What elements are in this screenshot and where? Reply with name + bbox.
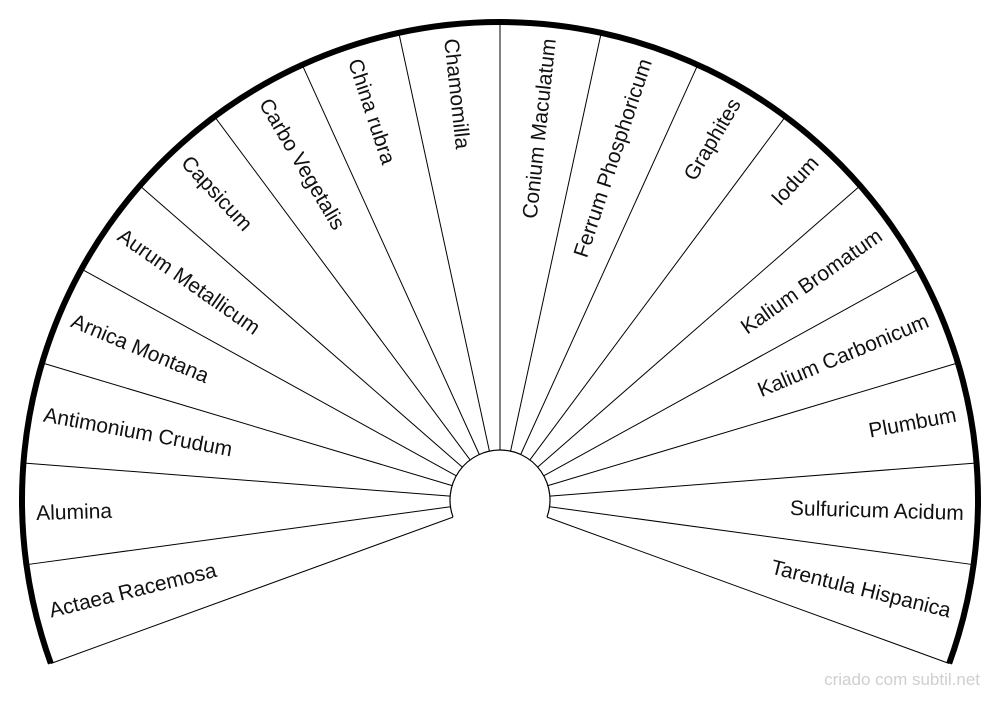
- divider-line: [543, 268, 919, 477]
- credit-text: criado com subtil.net: [824, 670, 980, 689]
- divider-line: [549, 462, 977, 497]
- segment-label: Tarentula Hispanica: [769, 556, 954, 623]
- segment-label: Iodum: [767, 152, 824, 210]
- segment-label: Arnica Montana: [68, 310, 213, 388]
- divider-line: [214, 116, 471, 461]
- segment-label: Conium Maculatum: [519, 37, 561, 219]
- segment-label: Plumbum: [867, 404, 958, 443]
- segment-label: Chamomilla: [439, 37, 474, 150]
- divider-line: [547, 362, 959, 487]
- inner-arc: [449, 449, 551, 518]
- segment-label: Antimonium Crudum: [42, 404, 234, 462]
- divider-line: [26, 506, 451, 566]
- segment-label: Capsicum: [176, 152, 256, 236]
- segment-dividers: [23, 22, 977, 664]
- divider-line: [81, 268, 457, 477]
- divider-line: [50, 516, 454, 664]
- segment-label: Actaea Racemosa: [47, 559, 219, 623]
- divider-line: [139, 185, 463, 468]
- divider-line: [23, 462, 451, 497]
- segment-label: Ferrum Phosphoricum: [570, 56, 657, 260]
- divider-line: [301, 64, 480, 455]
- divider-line: [41, 362, 453, 487]
- divider-line: [529, 116, 786, 461]
- divider-line: [510, 32, 602, 452]
- segment-label: Graphites: [680, 95, 746, 185]
- divider-line: [546, 516, 950, 664]
- segment-label: Kalium Bromatum: [737, 224, 887, 339]
- segment-label: Aurum Metallicum: [113, 224, 264, 339]
- segment-label: Alumina: [36, 500, 113, 525]
- segment-label: Kalium Carbonicum: [754, 310, 932, 402]
- segment-label: China rubra: [343, 56, 399, 168]
- divider-line: [520, 64, 699, 455]
- segment-label: Carbo Vegetalis: [254, 95, 349, 234]
- segment-label: Sulfuricum Acidum: [790, 497, 965, 525]
- divider-line: [398, 32, 490, 452]
- divider-line: [537, 185, 861, 468]
- divider-line: [549, 506, 974, 566]
- outer-arc: [19, 19, 981, 665]
